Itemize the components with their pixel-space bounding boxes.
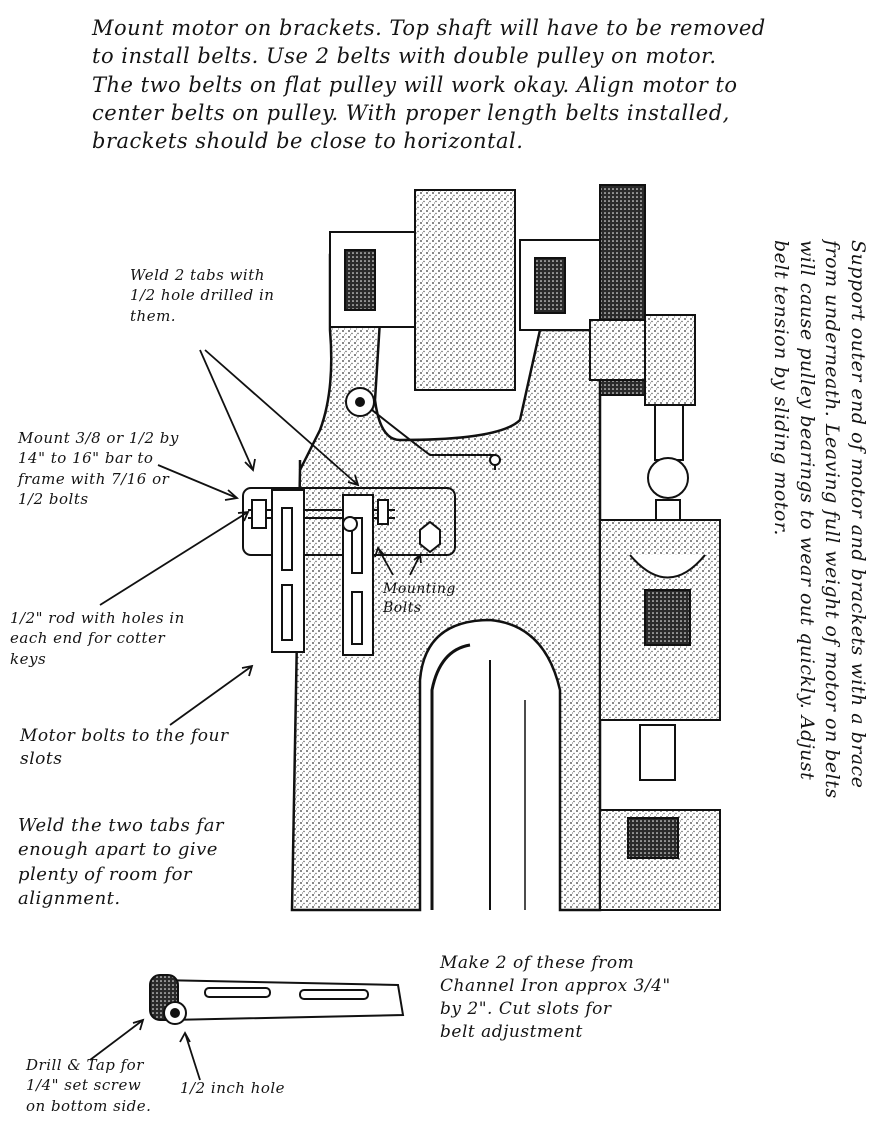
- note-motor-bolts: Motor bolts to the four slots: [20, 726, 229, 769]
- linkage-arm: [345, 387, 501, 470]
- note-half-inch-hole: 1/2 inch hole: [180, 1079, 286, 1097]
- note-drill-tap: Drill & Tap for 1/4" set screw on bottom…: [26, 1056, 152, 1115]
- note-channel-iron: Make 2 of these from Channel Iron approx…: [440, 953, 671, 1042]
- bracket-tabs: [271, 489, 374, 656]
- note-mounting-bolts: Mounting Bolts: [383, 581, 456, 616]
- channel-iron-part: [149, 974, 405, 1025]
- note-mount-bar: Mount 3/8 or 1/2 by 14" to 16" bar to fr…: [18, 429, 179, 508]
- annotation-arrows: [89, 349, 422, 1081]
- note-rod: 1/2" rod with holes in each end for cott…: [10, 609, 185, 668]
- note-weld-tabs: Weld 2 tabs with 1/2 hole drilled in the…: [130, 266, 275, 325]
- note-support-brace: Support outer end of motor and brackets …: [770, 240, 869, 799]
- ram-assembly: [599, 314, 721, 911]
- press-frame: [290, 253, 602, 912]
- note-mount-motor: Mount motor on brackets. Top shaft will …: [92, 16, 766, 154]
- upper-pulley-housing: [329, 184, 661, 396]
- note-weld-far: Weld the two tabs far enough apart to gi…: [18, 815, 225, 909]
